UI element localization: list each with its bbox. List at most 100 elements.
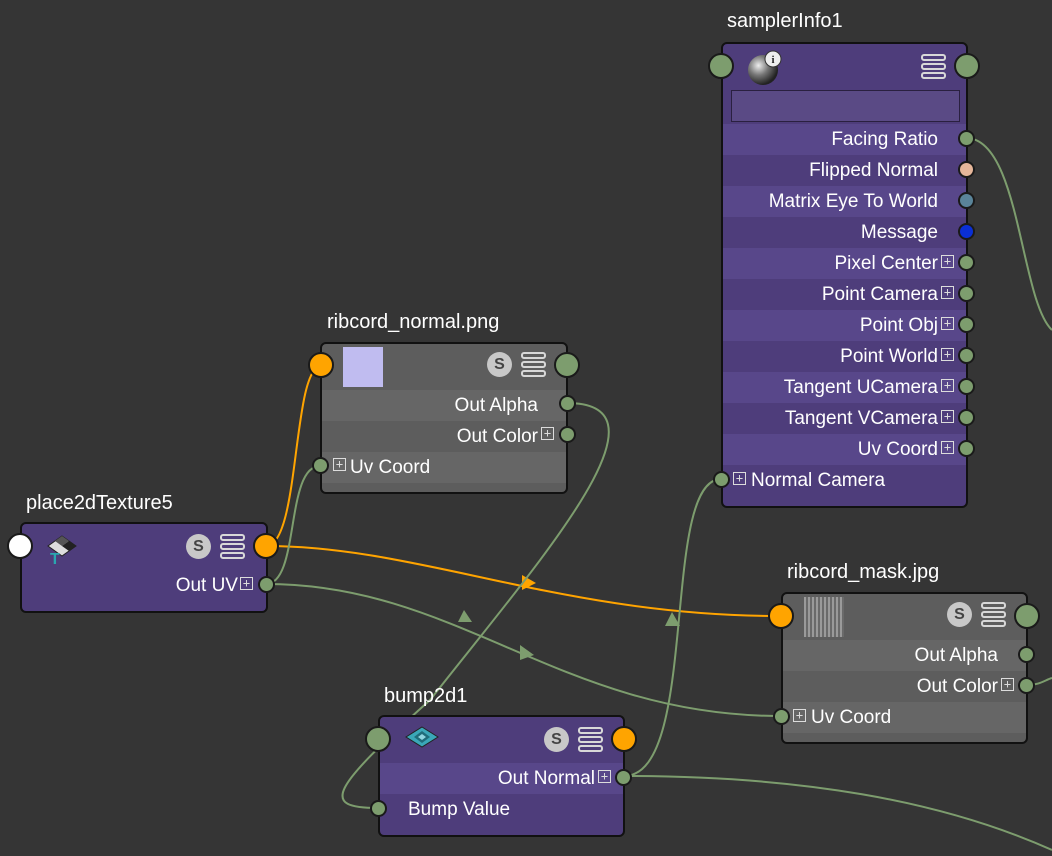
port-flipped-normal[interactable]: [958, 161, 975, 178]
port-out-normal[interactable]: [615, 769, 632, 786]
expand-icon[interactable]: +: [598, 770, 611, 783]
node-header[interactable]: S: [380, 717, 623, 763]
attr-uv-coord[interactable]: Uv Coord: [783, 702, 1026, 733]
attr-point-obj[interactable]: Point Obj: [723, 310, 966, 341]
node-header[interactable]: S: [783, 594, 1026, 638]
output-port[interactable]: [554, 352, 580, 378]
attr-label: Tangent VCamera: [784, 408, 938, 429]
port-out-uv[interactable]: [258, 576, 275, 593]
attr-label: Facing Ratio: [831, 129, 938, 150]
attr-out-color[interactable]: Out Color: [322, 421, 566, 452]
attr-uv-coord[interactable]: Uv Coord: [322, 452, 566, 483]
s-badge-icon[interactable]: S: [186, 534, 211, 559]
expand-icon[interactable]: +: [1001, 678, 1014, 691]
node-place2dtexture5[interactable]: T S Out UV: [20, 522, 268, 613]
attr-flipped-normal[interactable]: Flipped Normal: [723, 155, 966, 186]
s-badge-icon[interactable]: S: [544, 727, 569, 752]
node-name-field[interactable]: [731, 90, 960, 122]
input-port[interactable]: [768, 603, 794, 629]
node-samplerinfo1[interactable]: i Facing Ratio Flipped Normal Matrix Eye…: [721, 42, 968, 508]
input-port[interactable]: [308, 352, 334, 378]
expand-icon[interactable]: +: [941, 317, 954, 330]
attr-out-alpha[interactable]: Out Alpha: [322, 390, 566, 421]
texture-swatch: [343, 347, 383, 387]
attr-facing-ratio[interactable]: Facing Ratio: [723, 124, 966, 155]
s-badge-icon[interactable]: S: [947, 602, 972, 627]
port-uv-coord[interactable]: [312, 457, 329, 474]
expand-icon[interactable]: +: [941, 286, 954, 299]
attr-out-color[interactable]: Out Color: [783, 671, 1026, 702]
attr-out-uv[interactable]: Out UV: [22, 570, 266, 601]
port-out-color[interactable]: [1018, 677, 1035, 694]
port-tangent-vcamera[interactable]: [958, 409, 975, 426]
expand-icon[interactable]: +: [333, 458, 346, 471]
node-ribcord-mask[interactable]: S Out Alpha Out Color Uv Coord: [781, 592, 1028, 744]
expand-icon[interactable]: +: [733, 472, 746, 485]
attr-out-normal[interactable]: Out Normal: [380, 763, 623, 794]
node-header[interactable]: S: [322, 344, 566, 388]
output-port[interactable]: [253, 533, 279, 559]
attr-point-camera[interactable]: Point Camera: [723, 279, 966, 310]
menu-icon[interactable]: [921, 54, 946, 79]
port-uv-coord[interactable]: [773, 708, 790, 725]
attr-matrix-eye-to-world[interactable]: Matrix Eye To World: [723, 186, 966, 217]
menu-icon[interactable]: [981, 602, 1006, 627]
wire-bump-outnormal-to-offscreen: [623, 775, 1052, 851]
port-matrix-eye-to-world[interactable]: [958, 192, 975, 209]
expand-icon[interactable]: +: [941, 379, 954, 392]
output-port[interactable]: [611, 726, 637, 752]
port-uv-coord[interactable]: [958, 440, 975, 457]
port-tangent-ucamera[interactable]: [958, 378, 975, 395]
attr-out-alpha[interactable]: Out Alpha: [783, 640, 1026, 671]
port-normal-camera[interactable]: [713, 471, 730, 488]
expand-icon[interactable]: +: [941, 255, 954, 268]
port-facing-ratio[interactable]: [958, 130, 975, 147]
input-port[interactable]: [708, 53, 734, 79]
input-port[interactable]: [365, 726, 391, 752]
input-port[interactable]: [7, 533, 33, 559]
port-out-alpha[interactable]: [559, 395, 576, 412]
wire-place2d-outcolor-to-ribcord-mask: [265, 545, 781, 617]
attr-label: Bump Value: [408, 799, 511, 820]
expand-icon[interactable]: +: [941, 441, 954, 454]
s-badge-icon[interactable]: S: [487, 352, 512, 377]
expand-icon[interactable]: +: [793, 709, 806, 722]
attr-tangent-vcamera[interactable]: Tangent VCamera: [723, 403, 966, 434]
node-header[interactable]: i: [723, 44, 966, 92]
wire-place2d-outuv-to-ribcord-normal-uv: [265, 465, 321, 585]
wire-arrow-green-normal: [665, 612, 680, 626]
wire-sampler-facing-ratio-to-offscreen: [965, 137, 1052, 331]
port-point-camera[interactable]: [958, 285, 975, 302]
attr-point-world[interactable]: Point World: [723, 341, 966, 372]
attr-normal-camera[interactable]: Normal Camera: [723, 465, 966, 496]
port-message[interactable]: [958, 223, 975, 240]
attr-message[interactable]: Message: [723, 217, 966, 248]
wire-ribcord-normal-outalpha-to-bump-value: [341, 402, 610, 809]
attr-bump-value[interactable]: Bump Value: [380, 794, 623, 825]
menu-icon[interactable]: [578, 727, 603, 752]
expand-icon[interactable]: +: [941, 348, 954, 361]
expand-icon[interactable]: +: [541, 427, 554, 440]
menu-icon[interactable]: [220, 534, 245, 559]
texture-swatch: [804, 597, 844, 637]
node-ribcord-normal[interactable]: S Out Alpha Out Color Uv Coord: [320, 342, 568, 494]
port-out-alpha[interactable]: [1018, 646, 1035, 663]
attr-pixel-center[interactable]: Pixel Center: [723, 248, 966, 279]
expand-icon[interactable]: +: [240, 577, 253, 590]
attribute-list: Facing Ratio Flipped Normal Matrix Eye T…: [723, 124, 966, 496]
attr-uv-coord[interactable]: Uv Coord: [723, 434, 966, 465]
node-bump2d1[interactable]: S Out Normal Bump Value: [378, 715, 625, 837]
output-port[interactable]: [1014, 603, 1040, 629]
svg-text:i: i: [771, 54, 774, 66]
port-out-color[interactable]: [559, 426, 576, 443]
menu-icon[interactable]: [521, 352, 546, 377]
attr-tangent-ucamera[interactable]: Tangent UCamera: [723, 372, 966, 403]
node-header[interactable]: T S: [22, 524, 266, 570]
attr-label: Out Alpha: [454, 395, 538, 416]
output-port[interactable]: [954, 53, 980, 79]
port-pixel-center[interactable]: [958, 254, 975, 271]
port-point-obj[interactable]: [958, 316, 975, 333]
port-bump-value[interactable]: [370, 800, 387, 817]
expand-icon[interactable]: +: [941, 410, 954, 423]
port-point-world[interactable]: [958, 347, 975, 364]
